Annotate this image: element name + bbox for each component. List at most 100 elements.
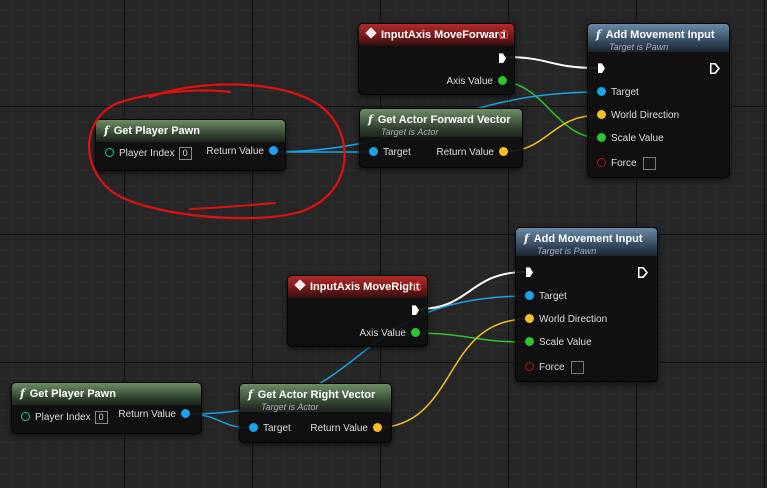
force-pin[interactable]: Force: [520, 361, 584, 374]
force-pin[interactable]: Force: [592, 157, 656, 170]
node-header[interactable]: f Add Movement Input Target is Pawn: [516, 228, 657, 256]
bool-pin-icon: [525, 362, 534, 371]
node-title: Get Actor Right Vector: [257, 389, 376, 401]
function-icon: f: [20, 387, 25, 400]
axis-value-pin[interactable]: Axis Value: [446, 75, 512, 88]
pin-label: Target: [611, 87, 639, 98]
axis-value-pin[interactable]: Axis Value: [359, 327, 425, 340]
world-direction-pin[interactable]: World Direction: [592, 109, 680, 122]
node-subtitle: Target is Pawn: [537, 246, 597, 256]
node-subtitle: Target is Actor: [261, 402, 319, 412]
pin-label: Scale Value: [611, 133, 664, 144]
exec-in-icon: [598, 63, 605, 74]
vector-pin-icon: [499, 146, 508, 156]
node-header[interactable]: f Get Player Pawn: [96, 120, 285, 142]
pin-label: Force: [611, 158, 637, 170]
target-pin[interactable]: Target: [244, 422, 291, 435]
exec-out-pin[interactable]: [638, 267, 648, 279]
int-pin-icon: [105, 147, 114, 157]
target-pin[interactable]: Target: [520, 290, 567, 303]
pin-label: Target: [383, 147, 411, 158]
return-value-pin[interactable]: Return Value: [206, 145, 283, 158]
node-inputaxis-moveright[interactable]: InputAxis MoveRight Axis Value: [287, 275, 428, 347]
exec-out-icon: [710, 63, 720, 74]
pin-label: World Direction: [539, 314, 608, 325]
node-title: Get Actor Forward Vector: [377, 114, 511, 126]
scale-value-pin[interactable]: Scale Value: [520, 336, 592, 349]
node-header[interactable]: InputAxis MoveForward: [359, 24, 514, 46]
pin-label: Target: [263, 423, 291, 434]
node-header[interactable]: f Get Actor Right Vector Target is Actor: [240, 384, 391, 412]
exec-in-pin[interactable]: [520, 267, 533, 279]
node-inputaxis-moveforward[interactable]: InputAxis MoveForward Axis Value: [358, 23, 515, 95]
pin-label: Scale Value: [539, 337, 592, 348]
player-index-input[interactable]: 0: [94, 411, 108, 424]
return-value-pin[interactable]: Return Value: [436, 146, 513, 159]
function-icon: f: [524, 232, 529, 245]
node-title: Get Player Pawn: [113, 125, 200, 137]
pin-label: Return Value: [310, 423, 368, 434]
object-pin-icon: [249, 422, 258, 432]
exec-in-pin[interactable]: [592, 63, 605, 75]
pin-label: Axis Value: [359, 328, 406, 339]
return-value-pin[interactable]: Return Value: [310, 422, 387, 435]
pin-label: World Direction: [611, 110, 680, 121]
player-index-input[interactable]: 0: [178, 147, 192, 160]
float-pin-icon: [597, 132, 606, 142]
vector-pin-icon: [373, 422, 382, 432]
scale-value-pin[interactable]: Scale Value: [592, 132, 664, 145]
vector-pin-icon: [597, 109, 606, 119]
exec-out-icon: [412, 305, 419, 316]
node-get-actor-forward-vector[interactable]: f Get Actor Forward Vector Target is Acto…: [359, 108, 523, 168]
pin-label: Force: [539, 362, 565, 374]
target-pin[interactable]: Target: [592, 86, 639, 99]
pin-label: Player Index: [35, 412, 91, 423]
node-add-movement-input-1[interactable]: f Add Movement Input Target is Pawn Targe…: [587, 23, 730, 178]
node-subtitle: Target is Actor: [381, 127, 439, 137]
function-icon: f: [368, 113, 373, 126]
node-title: Get Player Pawn: [29, 388, 116, 400]
exec-wire-forward: [504, 56, 598, 69]
node-subtitle: Target is Pawn: [609, 42, 669, 52]
function-icon: f: [596, 28, 601, 41]
function-icon: f: [104, 124, 109, 137]
object-pin-icon: [181, 408, 190, 418]
pin-label: Return Value: [436, 147, 494, 158]
pin-label: Return Value: [118, 409, 176, 420]
float-pin-icon: [411, 327, 420, 337]
exec-wire-right: [418, 271, 526, 310]
return-value-pin[interactable]: Return Value: [118, 408, 195, 421]
function-icon: f: [248, 388, 253, 401]
event-diamond-icon: [365, 27, 377, 39]
node-add-movement-input-2[interactable]: f Add Movement Input Target is Pawn Targe…: [515, 227, 658, 382]
object-pin-icon: [597, 86, 606, 96]
target-pin[interactable]: Target: [364, 146, 411, 159]
force-checkbox[interactable]: [570, 361, 584, 374]
exec-out-pin[interactable]: [710, 63, 720, 75]
node-title: Add Movement Input: [605, 29, 715, 41]
delegate-pin-icon[interactable]: [500, 31, 508, 39]
exec-out-pin[interactable]: [412, 305, 419, 317]
world-direction-pin[interactable]: World Direction: [520, 313, 608, 326]
object-pin-icon: [525, 290, 534, 300]
node-title: InputAxis MoveForward: [381, 29, 506, 41]
node-header[interactable]: f Get Actor Forward Vector Target is Acto…: [360, 109, 522, 137]
float-pin-icon: [498, 75, 507, 85]
force-checkbox[interactable]: [642, 157, 656, 170]
pin-label: Return Value: [206, 146, 264, 157]
pin-label: Axis Value: [446, 76, 493, 87]
pin-label: Player Index: [119, 148, 175, 159]
float-wire-right: [411, 332, 529, 343]
node-header[interactable]: f Get Player Pawn: [12, 383, 201, 405]
exec-out-pin[interactable]: [499, 53, 506, 65]
vector-wire-right: [373, 318, 529, 429]
node-header[interactable]: InputAxis MoveRight: [288, 276, 427, 298]
delegate-pin-icon[interactable]: [413, 283, 421, 291]
node-header[interactable]: f Add Movement Input Target is Pawn: [588, 24, 729, 52]
node-title: Add Movement Input: [533, 233, 643, 245]
